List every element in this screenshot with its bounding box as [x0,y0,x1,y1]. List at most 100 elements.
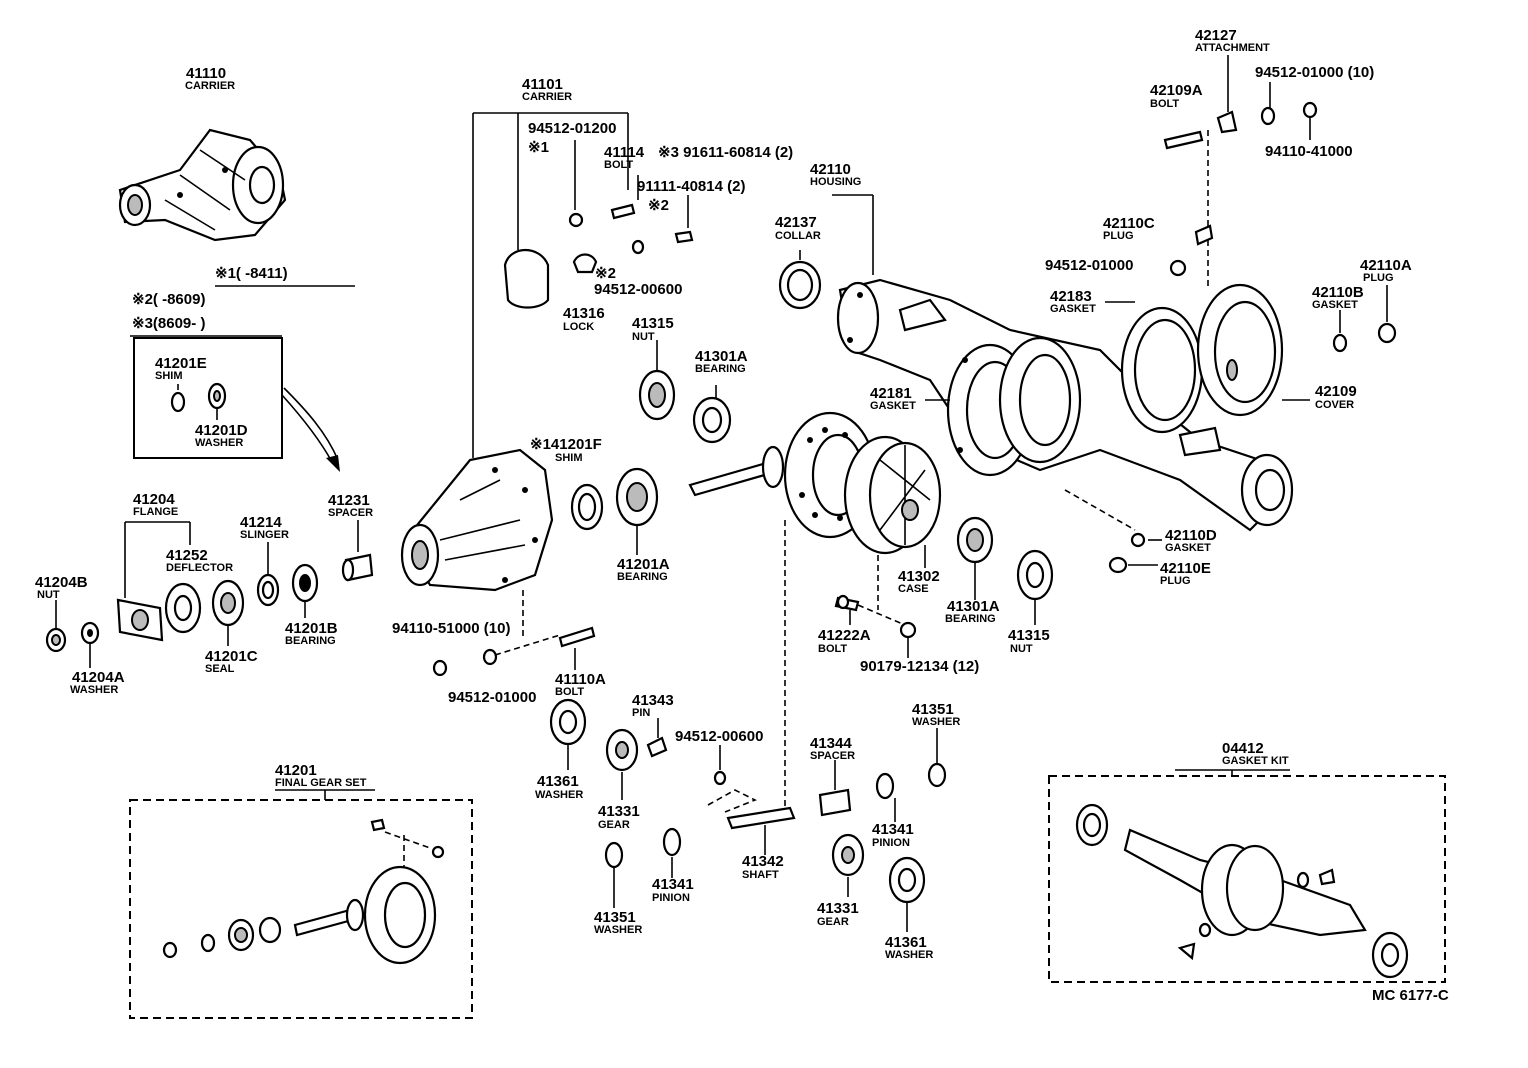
note-2: ※2( -8609) [132,291,205,308]
part-number: 41342 [742,853,784,870]
part-number: 41341 [872,821,914,838]
part-name: COVER [1315,399,1354,411]
part-number: 41316 [563,305,605,322]
part-number: 41301A [695,348,748,365]
gasket-kit-box [1048,769,1446,983]
label-42110E: 42110E PLUG [1160,560,1211,587]
part-number: 41361 [537,773,579,790]
part-number: 41222A [818,627,871,644]
part-name: NUT [1010,643,1033,655]
part-name: PLUG [1160,575,1191,587]
part-name: SEAL [205,663,235,675]
part-number: 42127 [1195,27,1237,44]
cover-42109[interactable] [1120,283,1284,434]
part-number: 41231 [328,492,370,509]
label-41344: 41344 SPACER [810,735,855,762]
part-name: PIN [632,707,650,719]
part-name: HOUSING [810,176,861,188]
label-94512-01000-mid: 94512-01000 [1045,257,1133,274]
label-94512-01000-bot: 94512-01000 [448,689,536,706]
label-41231: 41231 SPACER [328,492,373,552]
label-91111: 91111-40814 (2) [637,178,745,195]
part-name: SHAFT [742,869,779,881]
label-41204: 41204 FLANGE [124,491,191,598]
carrier-case-41101[interactable] [400,448,554,592]
label-42183: 42183 GASKET [1050,288,1096,315]
part-number: 41110 [186,65,226,82]
part-name: GEAR [598,819,630,831]
part-name: BOLT [555,686,584,698]
part-number: 41204 [133,491,175,508]
part-number: 42110E [1160,560,1211,577]
part-number: 41315 [1008,627,1050,644]
part-number: 42109 [1315,383,1357,400]
axle-housing-42110[interactable] [836,278,1294,532]
label-41201C: 41201C SEAL [205,626,258,675]
part-number: 41214 [240,514,282,531]
part-name: NUT [632,331,655,343]
part-number: 94512-01200 [528,120,616,137]
label-42110B: 42110B GASKET [1312,284,1364,311]
part-name: SHIM [155,370,183,382]
shim-washer-box [133,337,340,472]
part-number: 41204A [72,669,125,686]
part-name: BOLT [818,643,847,655]
part-name: WASHER [912,716,960,728]
part-name: BEARING [285,635,336,647]
part-name: SPACER [328,507,373,519]
part-number: 41201E [155,355,207,372]
part-number: 41331 [817,900,859,917]
part-number: 41201 [275,762,317,779]
part-number: 41114 [604,144,645,161]
label-41110A: 41110A BOLT [555,671,606,698]
part-name: SHIM [555,452,583,464]
label-41114: 41114 BOLT [604,144,645,171]
part-name: NUT [37,589,60,601]
label-41331-a: 41331 GEAR [598,803,640,831]
part-name: BOLT [604,159,633,171]
label-41201F: ※141201F SHIM [530,436,602,464]
part-name: CARRIER [185,80,235,92]
label-41331-b: 41331 GEAR [817,900,859,928]
part-number: 41301A [947,598,1000,615]
part-number: 41101 [522,76,563,93]
label-41201A: 41201A BEARING [617,556,670,583]
part-name: PINION [872,837,910,849]
label-41201: 41201 FINAL GEAR SET [275,762,367,789]
label-41342: 41342 SHAFT [742,853,784,881]
part-name: GASKET [1165,542,1211,554]
part-number: 41201C [205,648,258,665]
label-41341-b: 41341 PINION [652,876,694,904]
part-number: 42109A [1150,82,1203,99]
part-name: PLUG [1363,272,1394,284]
part-number: 41201B [285,620,338,637]
flange-group [45,553,374,653]
label-42109A: 42109A BOLT [1150,82,1203,110]
label-41316: 41316 LOCK [563,305,605,333]
differential-case[interactable] [843,435,942,568]
part-name: PLUG [1103,230,1134,242]
part-number: 41302 [898,568,940,585]
label-41201E: 41201E SHIM [155,355,207,382]
part-number: 41361 [885,934,927,951]
label-94512-01000-top: 94512-01000 (10) [1255,64,1374,81]
label-42110D: 42110D GASKET [1165,527,1217,554]
part-name: GASKET KIT [1222,755,1289,767]
part-number: 41331 [598,803,640,820]
label-41301A-b: 41301A BEARING [945,598,1000,625]
part-name: FINAL GEAR SET [275,777,367,789]
part-number: 41343 [632,692,674,709]
label-91111-note: ※2 [648,197,669,214]
label-41341-a: 41341 PINION [872,821,914,849]
part-number: 42181 [870,385,912,402]
label-41252: 41252 DEFLECTOR [166,547,233,574]
label-94512-01200: 94512-01200 ※1 [528,120,616,156]
label-41201B: 41201B BEARING [285,602,338,647]
label-41222A: 41222A BOLT [818,627,871,655]
part-name: LOCK [563,321,594,333]
label-41343: 41343 PIN [632,692,674,719]
carrier-assembly-41110[interactable] [118,128,287,242]
part-number: 41201A [617,556,670,573]
part-name: WASHER [535,789,583,801]
label-42110A: 42110A PLUG [1360,257,1412,284]
